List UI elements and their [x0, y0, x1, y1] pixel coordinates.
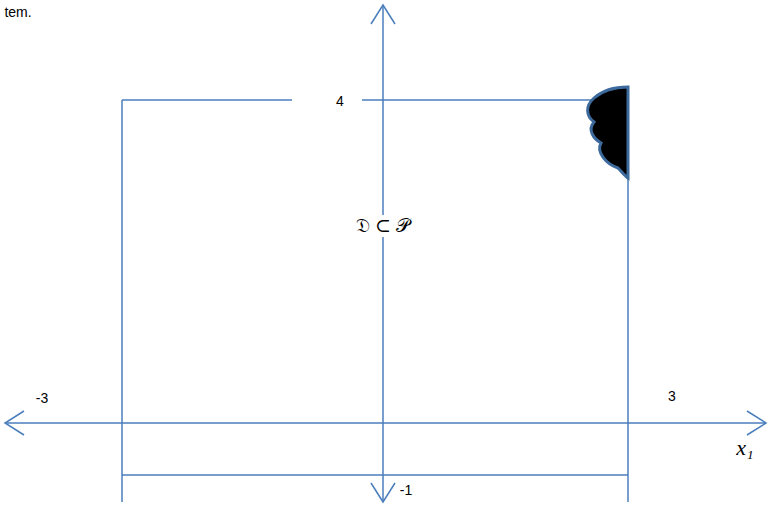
x-axis: [5, 422, 766, 424]
fragment-text: tem.: [2, 4, 33, 20]
axis-tick-label: 4: [334, 93, 346, 109]
axis-tick-label: -1: [398, 482, 414, 498]
arrowhead: [371, 483, 395, 502]
set-label: 𝔇 ⊂ 𝒫: [354, 215, 411, 237]
region-edge: [362, 99, 628, 101]
axis-tick-label: -3: [34, 390, 50, 406]
y-axis: [382, 5, 384, 502]
arrowhead: [747, 411, 766, 435]
blob-region: [588, 87, 628, 178]
axis-name: x₁: [734, 435, 755, 460]
axis-tick-label: 3: [666, 388, 678, 404]
region-edge: [122, 99, 292, 101]
arrowhead: [371, 5, 395, 24]
region-edge: [121, 100, 123, 502]
arrowhead: [5, 411, 24, 435]
region-edge: [122, 474, 628, 476]
